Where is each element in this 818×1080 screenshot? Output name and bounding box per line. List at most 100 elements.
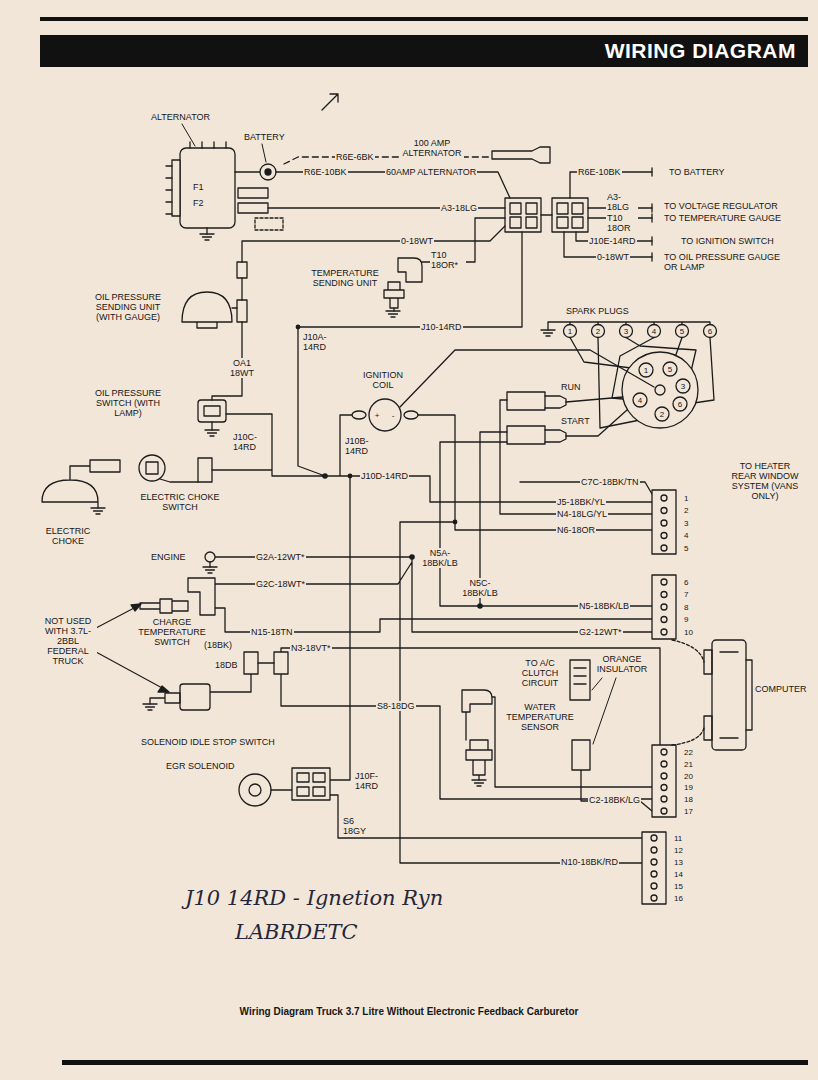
water-temperature-sensor-symbol <box>466 740 492 780</box>
alternator-end-frame <box>172 160 180 216</box>
harness-to-computer <box>672 640 704 745</box>
handwritten-note: LABRDETC <box>235 920 358 944</box>
wire-code: N5C- 18BK/LB <box>458 578 502 598</box>
inline-connector <box>274 652 288 674</box>
sender-plug <box>462 690 492 740</box>
wire-code: C2-18BK/LG <box>588 795 641 805</box>
pin-number: 6 <box>684 578 688 587</box>
title-band <box>40 35 808 67</box>
inline-connector <box>90 460 120 472</box>
connector-block <box>505 198 541 232</box>
wire-code: G2-12WT* <box>578 627 623 637</box>
junction-dot <box>322 473 328 479</box>
pin-number: 10 <box>684 628 693 637</box>
distributor-cap-symbol <box>622 352 698 428</box>
component-label: RUN <box>560 382 582 392</box>
connector-cavities <box>297 773 325 796</box>
leader-line <box>182 124 266 162</box>
idle-stop-solenoid-symbol <box>180 684 210 710</box>
pin-number: 5 <box>684 544 688 553</box>
pin-number: 2 <box>684 506 688 515</box>
plug-number: 5 <box>680 327 684 336</box>
pin-number: 14 <box>674 870 683 879</box>
pin-number: 18 <box>684 795 693 804</box>
computer-symbol <box>712 640 746 750</box>
wire-code: A3-18LG <box>440 203 478 213</box>
component-label: 60AMP ALTERNATOR <box>385 167 477 177</box>
plug-symbol <box>492 147 550 163</box>
wire-code: (18BK) <box>203 640 233 650</box>
pin-number: 16 <box>674 894 683 903</box>
destination-label: TO OIL PRESSURE GAUGE OR LAMP <box>663 252 793 272</box>
wire-code: G2C-18WT* <box>255 579 306 589</box>
junction-dot <box>477 603 483 609</box>
pin-number: 1 <box>684 494 688 503</box>
field-terminal <box>238 203 268 213</box>
polarity-sign: - <box>392 411 395 420</box>
cap-tower-number: 1 <box>644 366 648 375</box>
wire-code: N5A- 18BK/LB <box>418 548 462 568</box>
component-label: ALTERNATOR <box>150 112 211 122</box>
cap-tower <box>663 362 677 376</box>
inline-connector <box>237 300 247 322</box>
solenoid-stem <box>150 693 180 704</box>
component-label: OIL PRESSURE SENDING UNIT (WITH GAUGE) <box>87 292 169 322</box>
pin-number: 21 <box>684 760 693 769</box>
cap-tower <box>673 397 687 411</box>
component-label: CHARGE TEMPERATURE SWITCH <box>134 617 210 647</box>
terminal-label: F2 <box>192 198 205 208</box>
handwritten-note: J10 14RD - Ignetion Ryn <box>185 886 443 910</box>
wire-code: J10A- 14RD <box>302 332 340 352</box>
plug-symbol <box>545 396 566 408</box>
component-label: TEMPERATURE SENDING UNIT <box>307 268 383 288</box>
junction-dot <box>348 474 353 479</box>
connector-block <box>507 392 545 410</box>
wiring-group <box>42 94 752 904</box>
wire-code: J10F- 14RD <box>354 771 392 791</box>
optional-wire <box>284 157 490 164</box>
ignition-coil-symbol <box>369 399 401 431</box>
insulated-connector <box>572 740 590 770</box>
junction-dot <box>409 554 415 560</box>
wire-code: N6-18OR <box>556 525 596 535</box>
bottom-rule <box>62 1060 808 1065</box>
pin-connector-block <box>642 832 666 904</box>
cap-tower-number: 6 <box>678 400 682 409</box>
ground-lead <box>209 562 210 567</box>
pin-number: 13 <box>674 858 683 867</box>
connector-block <box>292 768 330 800</box>
component-label: BATTERY <box>243 132 286 142</box>
destination-label: TO TEMPERATURE GAUGE <box>663 213 782 223</box>
wire-code: R6E-10BK <box>577 167 622 177</box>
wire-code: OA1 18WT <box>224 358 260 378</box>
wire-code: N5-18BK/LB <box>578 601 630 611</box>
coil-terminal <box>352 411 366 419</box>
cap-tower <box>655 407 669 421</box>
pin-number: 8 <box>684 603 688 612</box>
cap-center-tower <box>655 385 665 395</box>
egr-solenoid-symbol <box>239 774 271 806</box>
connector-mate <box>258 662 274 663</box>
page-heading: WIRING DIAGRAM <box>605 39 796 63</box>
wire-code: S6 18GY <box>342 816 376 836</box>
wire-code: 18DB <box>214 660 239 670</box>
component-label: SPARK PLUGS <box>565 306 630 316</box>
wire-code: J10E-14RD <box>588 236 637 246</box>
component-label: ELECTRIC CHOKE SWITCH <box>134 492 226 512</box>
pin-number: 20 <box>684 772 693 781</box>
component-label: ENGINE <box>150 552 187 562</box>
component-label: IGNITION COIL <box>356 370 410 390</box>
wire-code: J10-14RD <box>420 322 463 332</box>
destination-label: TO BATTERY <box>668 167 726 177</box>
wire-code: J10B- 14RD <box>344 436 382 456</box>
pin-number: 12 <box>674 846 683 855</box>
egr-solenoid-core <box>249 784 261 796</box>
plug-number: 1 <box>568 327 572 336</box>
wire-code: T10 18OR <box>606 213 638 233</box>
spark-plug-symbol <box>620 325 633 338</box>
component-label: COMPUTER <box>754 684 808 694</box>
junction-dot <box>453 520 458 525</box>
plug-number: 4 <box>652 327 656 336</box>
cap-tower <box>676 379 690 393</box>
